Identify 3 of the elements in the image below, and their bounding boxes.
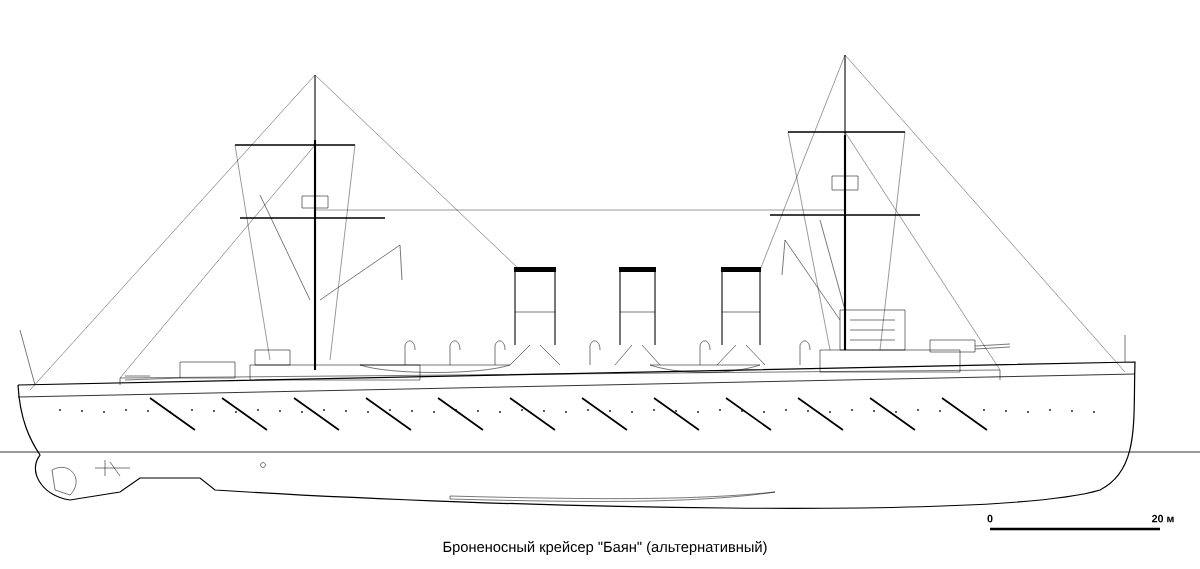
scale-label: 20 м <box>1152 514 1174 523</box>
scale-label: 0 <box>987 514 993 523</box>
caption: Броненосный крейсер "Баян" (альтернативный) <box>443 541 767 555</box>
